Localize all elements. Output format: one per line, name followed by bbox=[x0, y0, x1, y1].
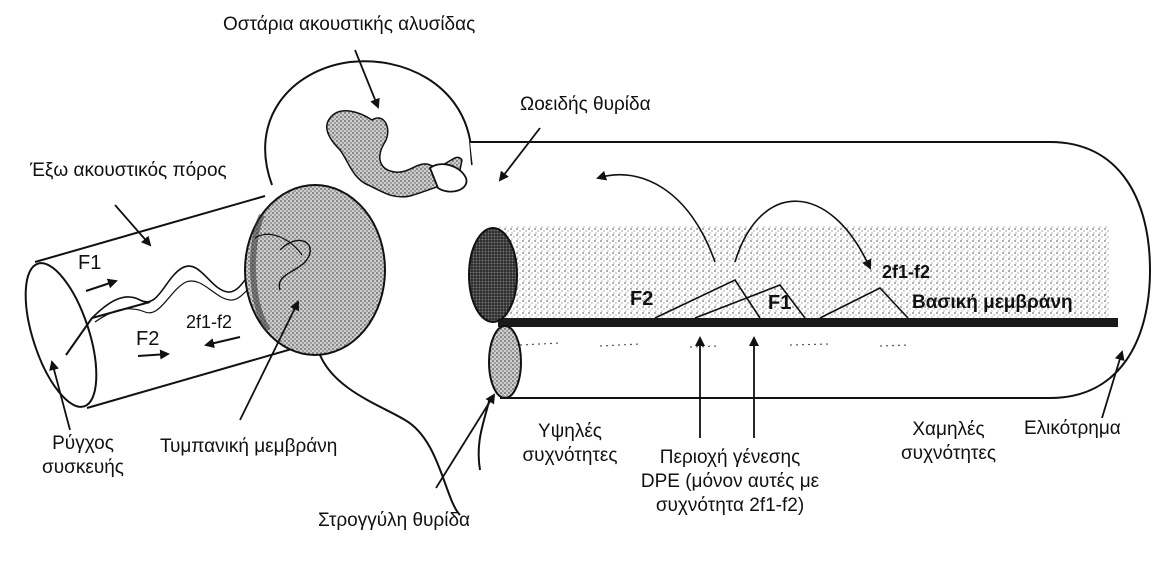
round-window-opening bbox=[489, 326, 521, 398]
label-high-frequencies: Υψηλές συχνότητες bbox=[510, 420, 630, 468]
label-f1-canal: F1 bbox=[78, 252, 101, 275]
eardrum bbox=[245, 185, 385, 355]
label-oval-window: Ωοειδής θυρίδα bbox=[520, 94, 651, 116]
oval-window-opening bbox=[469, 228, 517, 322]
label-dpe-region: Περιοχή γένεσης DPE (μόνον αυτές με συχν… bbox=[640, 446, 820, 518]
label-round-window: Στρογγύλη θυρίδα bbox=[318, 510, 470, 532]
label-dp-canal: 2f1-f2 bbox=[186, 312, 232, 333]
label-low-frequencies: Χαμηλές συχνότητες bbox=[886, 418, 1011, 466]
label-f1-cochlea: F1 bbox=[768, 292, 791, 315]
label-ear-canal: Έξω ακουστικός πόρος bbox=[30, 160, 227, 182]
label-basilar-membrane: Βασική μεμβράνη bbox=[912, 292, 1073, 314]
label-f2-canal: F2 bbox=[136, 328, 159, 351]
cochlea-tube bbox=[470, 142, 1150, 398]
label-f2-cochlea: F2 bbox=[630, 288, 653, 311]
label-helicotrema: Ελικότρημα bbox=[1024, 418, 1121, 440]
label-eardrum: Τυμπανική μεμβράνη bbox=[160, 436, 337, 458]
ossicles-chain bbox=[327, 111, 467, 197]
label-dp-cochlea: 2f1-f2 bbox=[882, 262, 930, 283]
label-ossicles: Οστάρια ακουστικής αλυσίδας bbox=[223, 14, 475, 36]
label-probe-tip: Ρύγχος συσκευής bbox=[38, 432, 128, 480]
